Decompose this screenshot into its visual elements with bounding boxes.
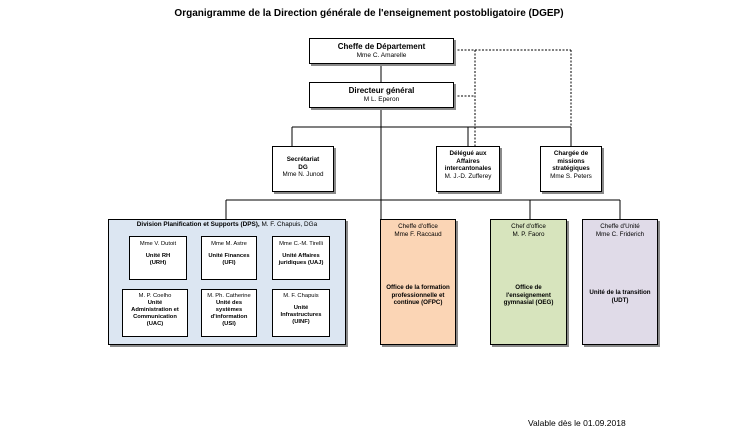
unit-uaj-box: Mme C.-M. Tirelli Unité Affaires juridiq… <box>272 236 330 280</box>
dps-head: M. F. Chapuis, DGa <box>261 221 318 228</box>
ofpc-line3: continue (OFPC) <box>393 299 443 307</box>
oeg-line3: gymnasial (OEG) <box>503 299 554 307</box>
unit-uinf-line2: Infrastructures <box>280 312 322 319</box>
secretariat-line2: DG <box>298 163 308 171</box>
unit-usi-box: M. Ph. Catherine Unité des systèmes d'in… <box>201 289 257 337</box>
unit-urh-line2: (URH) <box>149 260 167 267</box>
unit-uac-line3: Communication <box>133 314 177 321</box>
unit-uinf-line3: (UINF) <box>292 319 310 326</box>
udt-name: Mme C. Friderich <box>595 230 645 238</box>
unit-usi-line3: d'information <box>210 314 248 321</box>
unit-urh-box: Mme V. Dutoit Unité RH (URH) <box>129 236 187 280</box>
unit-usi-line2: systèmes <box>215 307 243 314</box>
cheffe-departement-box: Cheffe de Département Mme C. Amarelle <box>309 38 454 64</box>
unit-uac-name: M. P. Coelho <box>138 293 172 299</box>
directeur-general-box: Directeur général M L. Eperon <box>309 82 454 108</box>
secretariat-name: Mme N. Junod <box>282 171 324 179</box>
unit-uaj-line2: juridiques (UAJ) <box>278 260 324 267</box>
dps-title: Division Planification et Supports (DPS)… <box>136 221 260 228</box>
delegue-line1: Délégué aux <box>449 150 487 157</box>
ofpc-line2: professionnelle et <box>391 291 445 299</box>
cheffe-name: Mme C. Amarelle <box>356 51 407 59</box>
chargee-box: Chargée de missions stratégiques Mme S. … <box>540 146 602 192</box>
delegue-line3: intercantonales <box>444 165 492 173</box>
delegue-box: Délégué aux Affaires intercantonales M. … <box>436 146 500 192</box>
unit-uinf-name: M. F. Chapuis <box>283 293 319 299</box>
ofpc-role: Cheffe d'office <box>398 223 438 230</box>
unit-usi-name: M. Ph. Catherine <box>207 293 251 299</box>
directeur-name: M L. Eperon <box>363 95 400 103</box>
unit-uinf-line1: Unité <box>293 305 309 312</box>
directeur-role: Directeur général <box>348 86 415 95</box>
unit-urh-name: Mme V. Dutoit <box>139 241 177 247</box>
chargee-line1: Chargée de <box>553 150 589 157</box>
unit-ufi-line2: (UFI) <box>222 260 236 267</box>
chargee-line2: missions <box>557 157 585 165</box>
ofpc-line1: Office de la formation <box>386 284 450 292</box>
unit-uaj-name: Mme C.-M. Tirelli <box>279 241 323 247</box>
unit-urh-line1: Unité RH <box>145 253 171 260</box>
chart-title: Organigramme de la Direction générale de… <box>174 8 564 19</box>
unit-ufi-box: Mme M. Astre Unité Finances (UFI) <box>201 236 257 280</box>
unit-uac-line4: (UAC) <box>146 321 164 328</box>
secretariat-line1: Secrétariat <box>286 156 320 163</box>
chargee-line3: stratégiques <box>552 165 590 173</box>
ofpc-name: Mme F. Raccaud <box>394 230 442 238</box>
unit-ufi-name: Mme M. Astre <box>211 241 247 247</box>
oeg-line1: Office de <box>515 284 542 292</box>
cheffe-role: Cheffe de Département <box>337 42 426 51</box>
delegue-name: M. J.-D. Zufferey <box>444 173 492 181</box>
udt-line1: Unité de la transition <box>589 289 651 297</box>
udt-line2: (UDT) <box>611 296 629 304</box>
unit-uinf-box: M. F. Chapuis Unité Infrastructures (UIN… <box>272 289 330 337</box>
oeg-role: Chef d'office <box>511 223 546 230</box>
oeg-line2: l'enseignement <box>506 291 551 299</box>
delegue-line2: Affaires <box>456 157 480 165</box>
udt-role: Cheffe d'Unité <box>600 223 640 230</box>
oeg-name: M. P. Faoro <box>512 230 545 238</box>
validity-footer: Valable dès le 01.09.2018 <box>528 418 626 428</box>
secretariat-box: Secrétariat DG Mme N. Junod <box>272 146 334 192</box>
oeg-box: Chef d'office M. P. Faoro Office de l'en… <box>490 219 567 345</box>
unit-uac-line2: Administration et <box>131 307 179 314</box>
unit-usi-line1: Unité des <box>215 300 243 307</box>
unit-uac-box: M. P. Coelho Unité Administration et Com… <box>122 289 188 337</box>
udt-box: Cheffe d'Unité Mme C. Friderich Unité de… <box>582 219 658 345</box>
unit-uaj-line1: Unité Affaires <box>282 253 320 260</box>
unit-usi-line4: (USI) <box>222 321 236 328</box>
dps-header: Division Planification et Supports (DPS)… <box>109 220 345 229</box>
chargee-name: Mme S. Peters <box>550 173 592 181</box>
ofpc-box: Cheffe d'office Mme F. Raccaud Office de… <box>380 219 456 345</box>
unit-uac-line1: Unité <box>147 300 163 307</box>
unit-ufi-line1: Unité Finances <box>208 253 250 260</box>
